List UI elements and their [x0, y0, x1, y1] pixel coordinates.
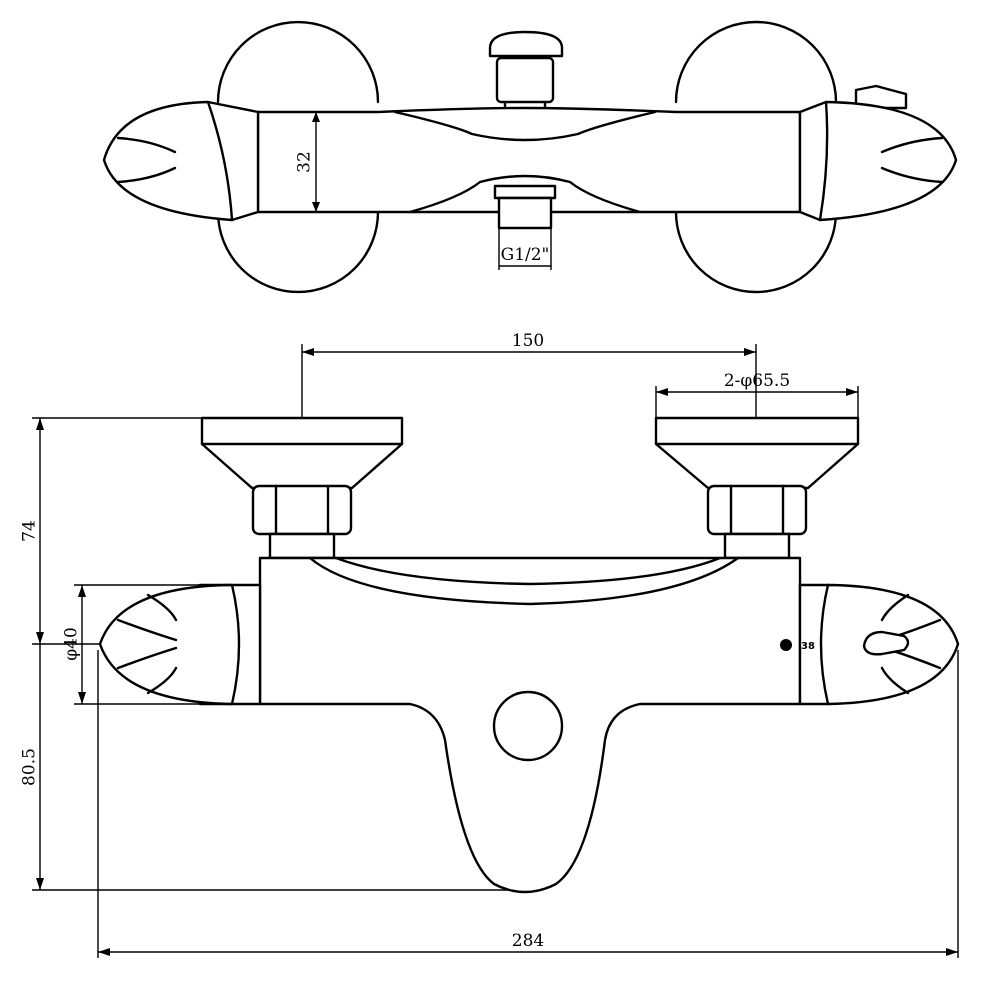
dim-150-label: 150	[512, 331, 544, 351]
front-diverter-circle	[492, 690, 564, 762]
front-body-arch-inner	[334, 556, 722, 586]
top-diverter-knob-cap	[488, 30, 564, 58]
top-view: 32 G1/2"	[102, 20, 958, 294]
front-body-arch-outer	[308, 556, 740, 606]
front-left-handle-groove-1	[146, 593, 178, 622]
front-right-handle-groove-1	[880, 593, 910, 622]
dim-thread-label: G1/2"	[501, 245, 550, 265]
front-right-handle-slot	[862, 630, 910, 656]
front-view: 38 150 2-φ65.5 74 80.5 φ40	[20, 331, 960, 958]
top-right-handle-groove-2	[880, 166, 944, 184]
left-stem	[268, 532, 336, 560]
dim-40-label: φ40	[62, 627, 82, 661]
front-left-handle-groove-4	[146, 666, 178, 695]
left-hex-nut	[251, 484, 353, 536]
top-outlet-thread	[497, 196, 553, 230]
top-left-handle-groove-2	[116, 166, 177, 184]
front-left-handle-groove-3	[116, 646, 178, 670]
top-left-handle	[102, 100, 234, 222]
dim-40-arrows	[78, 585, 86, 704]
right-hex-nut	[706, 484, 808, 536]
right-stem	[723, 532, 791, 560]
front-left-handle-groove-2	[116, 618, 178, 642]
top-right-handle-groove-1	[880, 136, 944, 154]
right-flange-circle	[674, 20, 838, 294]
dim-32-arrows	[312, 112, 320, 212]
top-diverter-knob-body	[495, 56, 555, 104]
right-flange	[654, 416, 860, 490]
dim-flange-label: 2-φ65.5	[724, 371, 790, 391]
front-right-handle-groove-4	[880, 666, 910, 695]
dim-80-label: 80.5	[20, 748, 40, 786]
temperature-mark: 38	[801, 641, 815, 652]
temperature-dot	[780, 639, 792, 651]
top-body-rear-curve	[393, 110, 657, 142]
front-left-handle	[98, 583, 241, 706]
top-left-handle-groove-1	[116, 136, 177, 154]
dim-80-arrow	[36, 878, 44, 890]
top-outlet-collar	[493, 184, 557, 200]
top-right-handle	[818, 100, 958, 222]
dim-74-label: 74	[20, 520, 40, 542]
top-body-front-curve	[408, 174, 642, 214]
left-flange	[200, 416, 404, 490]
dim-32-label: 32	[295, 151, 315, 173]
dim-284-label: 284	[512, 931, 544, 951]
left-flange-circle	[216, 20, 380, 294]
